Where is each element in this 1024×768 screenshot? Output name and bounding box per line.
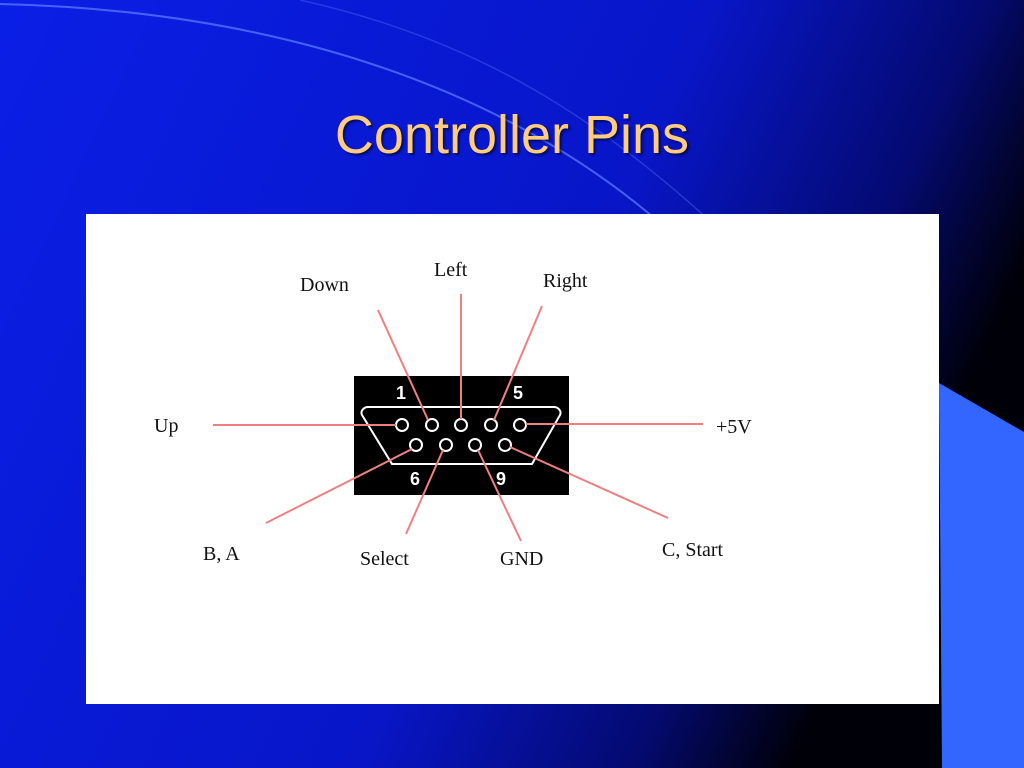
pin-number-6: 6 [410,469,420,489]
pin-label-4: Right [543,270,588,292]
pin-hole-8 [468,438,482,452]
pin-label-9: C, Start [662,539,724,561]
pin-label-6: B, A [203,543,240,565]
pin-label-7: Select [360,548,409,570]
pin-number-9: 9 [496,469,506,489]
pin-hole-4 [484,418,498,432]
pin-hole-5 [513,418,527,432]
pin-label-2: Down [300,274,349,296]
decorative-accent-shape [939,383,1024,768]
pin-hole-6 [409,438,423,452]
pin-label-1: Up [154,415,178,437]
decorative-swoosh-line [0,3,701,261]
pin-number-1: 1 [396,383,406,403]
pin-hole-3 [454,418,468,432]
pin-label-8: GND [500,548,543,570]
pin-label-5: +5V [716,416,752,438]
leader-lines [213,294,703,542]
leader-line-pin-6 [265,448,413,524]
pin-hole-1 [395,418,409,432]
decorative-swoosh-line-2 [299,0,721,231]
pin-hole-7 [439,438,453,452]
leader-line-pin-9 [509,446,669,519]
leader-line-pin-4 [493,305,543,421]
pin-label-3: Left [434,259,468,281]
pin-hole-2 [425,418,439,432]
leader-line-pin-7 [405,449,444,535]
connector-outline [360,406,562,465]
slide-title: Controller Pins [334,105,690,165]
pin-hole-9 [498,438,512,452]
leader-line-pin-8 [477,449,522,542]
leader-line-pin-2 [377,309,429,421]
pin-number-5: 5 [513,383,523,403]
